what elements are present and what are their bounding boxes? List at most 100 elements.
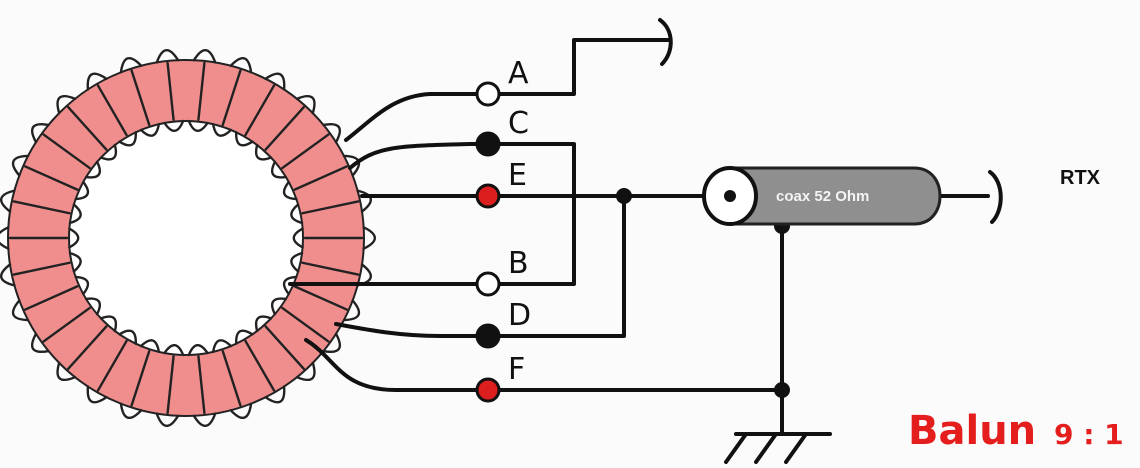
winding-outer-loop [192,49,217,64]
break-RTX [988,170,1003,224]
link-D-node [492,194,626,338]
junction-node-3 [774,382,790,398]
winding-outer-loop [356,189,372,213]
winding-inner-loop [254,315,273,333]
terminal-A-label: A [508,56,529,91]
winding-inner-loop [68,251,82,273]
winding-outer-loop [0,263,16,287]
winding-outer-loop [0,189,16,213]
winding-turn [293,165,348,191]
winding-inner-loop [271,297,288,316]
winding-outer-loop [192,412,217,427]
winding-turn [293,285,348,311]
winding-turn [24,285,79,311]
winding-inner-loop [282,275,298,296]
winding-turn [221,69,242,127]
winding-outer-loop [342,299,361,322]
junction-node-1 [616,188,632,204]
coax-label: coax 52 Ohm [776,188,869,205]
winding-turn [96,339,128,392]
winding-outer-loop [86,385,108,404]
winding-turn [264,325,305,370]
winding-turn [12,200,71,215]
wiring [288,18,1003,436]
title-word: Balun [908,408,1036,454]
winding-outer-loop [0,226,10,250]
winding-inner-loop [187,119,209,132]
terminal-F-dot [475,377,501,403]
wire-A-out [492,38,670,96]
coax-cable: coax 52 Ohm [702,166,942,226]
winding-outer-loop [11,154,30,177]
winding-outer-loop [11,299,30,322]
terminal-B-label: B [508,246,529,281]
winding-inner-loop [211,339,233,354]
winding-turn [166,61,175,121]
terminal-B-dot [475,271,501,297]
winding-turn [221,349,242,407]
terminal-E: E [475,158,527,209]
terminal-F: F [475,352,525,403]
winding-turn [42,306,91,343]
winding-inner-loop [74,180,90,201]
winding-turn [244,84,276,137]
winding-inner-loop [68,203,82,225]
winding-turn [96,84,128,137]
terminal-F-label: F [508,352,525,387]
winding-inner-loop [282,180,298,201]
terminal-E-dot [475,183,501,209]
lead-to-D [334,322,482,338]
toroid-windings [0,49,377,427]
winding-outer-loop [229,57,253,74]
winding-outer-loop [295,361,316,382]
winding-turn [197,355,206,415]
lead-to-A [344,92,482,142]
winding-turn [24,165,79,191]
winding-outer-loop [264,385,286,404]
lead-to-C [348,142,482,170]
rtx-label: RTX [1060,167,1101,189]
winding-inner-loop [187,344,209,357]
winding-inner-loop [74,275,90,296]
terminal-A: A [475,56,529,107]
winding-inner-loop [84,297,101,316]
diagram-title: Balun 9 : 1 [908,408,1124,454]
coax-body [728,166,942,226]
winding-outer-loop [119,57,143,74]
winding-outer-loop [322,332,341,353]
winding-turn [12,261,71,276]
winding-turn [166,355,175,415]
winding-outer-loop [264,72,286,91]
winding-inner-loop [254,143,273,161]
terminal-D: D [475,298,531,349]
winding-inner-loop [84,160,101,179]
terminal-C: C [475,106,529,157]
winding-outer-loop [31,332,50,353]
winding-outer-loop [56,361,77,382]
terminal-B: B [475,246,529,297]
winding-inner-loop [292,227,304,249]
winding-inner-loop [290,203,304,225]
break-A [658,18,673,66]
winding-outer-loop [31,123,50,144]
winding-outer-loop [119,402,143,419]
winding-inner-loop [118,131,137,147]
terminal-D-dot [475,323,501,349]
winding-turn [301,200,360,215]
winding-outer-loop [229,402,253,419]
winding-turn [130,349,151,407]
winding-outer-loop [295,94,316,115]
ground-icon [724,432,832,464]
terminal-C-dot [475,131,501,157]
winding-inner-loop [99,143,118,161]
winding-turn [244,339,276,392]
link-C-B [492,142,576,286]
winding-turn [197,61,206,121]
winding-inner-loop [271,160,288,179]
winding-outer-loop [322,123,341,144]
winding-turn [42,133,91,170]
lead-to-F [304,338,482,392]
winding-inner-loop [163,344,185,357]
winding-inner-loop [99,315,118,333]
